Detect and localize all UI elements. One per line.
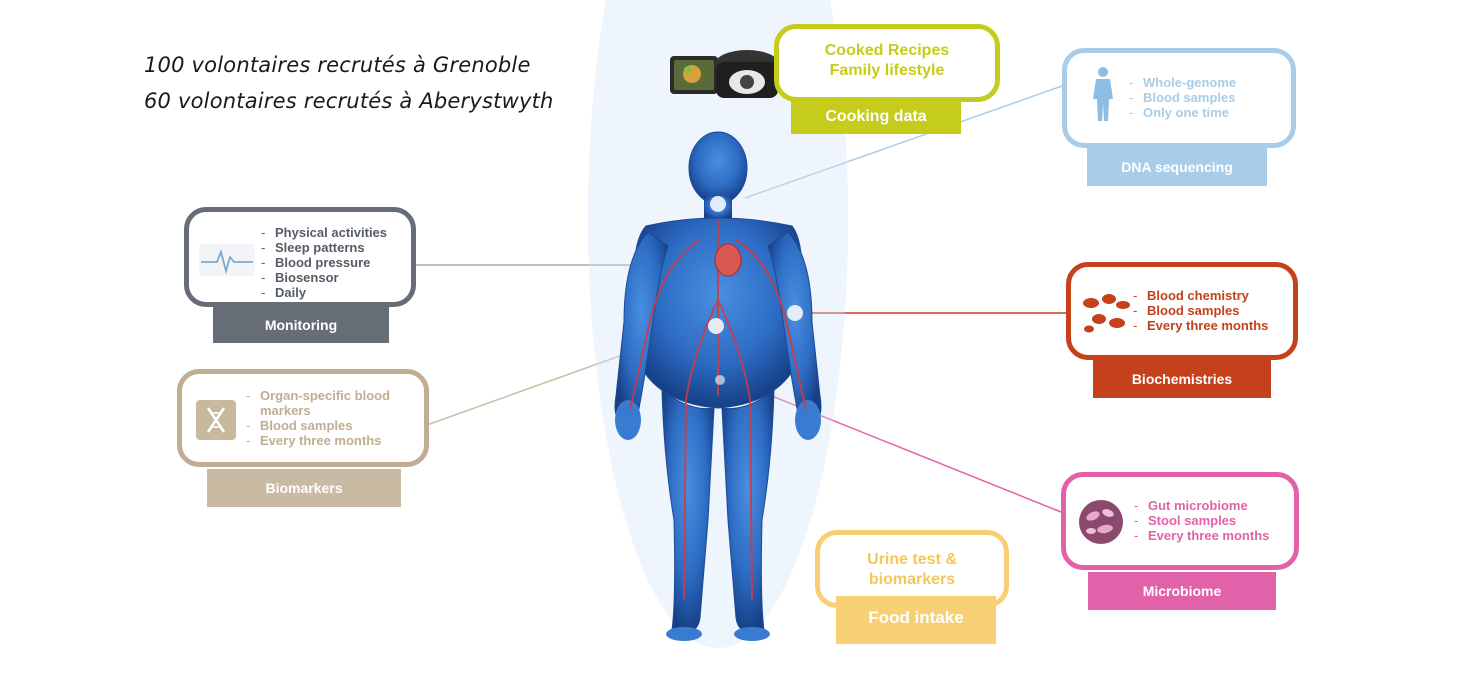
biochem-item-chemistry: Blood chemistry xyxy=(1133,288,1268,303)
monitoring-card: Physical activities Sleep patterns Blood… xyxy=(184,207,416,307)
microbiome-label: Microbiome xyxy=(1088,572,1276,610)
cooking-device-icon xyxy=(670,50,779,98)
dna-item-genome: Whole-genome xyxy=(1129,75,1236,90)
microbiome-card: Gut microbiome Stool samples Every three… xyxy=(1061,472,1299,570)
biochem-item-blood: Blood samples xyxy=(1133,303,1268,318)
biochemistries-label: Biochemistries xyxy=(1093,360,1271,398)
food-intake-label: Food intake xyxy=(836,596,996,644)
dna-item-blood: Blood samples xyxy=(1129,90,1236,105)
monitoring-item-biosensor: Biosensor xyxy=(261,270,387,285)
monitoring-item-pressure: Blood pressure xyxy=(261,255,387,270)
monitoring-item-activities: Physical activities xyxy=(261,225,387,240)
dna-card: Whole-genome Blood samples Only one time xyxy=(1062,48,1296,148)
cooking-line-recipes: Cooked Recipes xyxy=(824,42,950,59)
microbe-icon xyxy=(1079,500,1123,544)
intro-line-aberystwyth: 60 volontaires recrutés à Aberystwyth xyxy=(144,89,554,113)
connector-dna xyxy=(744,85,1063,199)
biomarkers-item-organ: Organ-specific blood markers xyxy=(246,388,422,418)
microbiome-item-gut: Gut microbiome xyxy=(1134,498,1269,513)
dna-sequencing-label: DNA sequencing xyxy=(1087,148,1267,186)
food-line-biomarkers: biomarkers xyxy=(868,571,956,588)
intro-line-grenoble: 100 volontaires recrutés à Grenoble xyxy=(144,53,531,77)
biochem-card: Blood chemistry Blood samples Every thre… xyxy=(1066,262,1298,360)
cooking-line-lifestyle: Family lifestyle xyxy=(829,62,945,79)
heartbeat-icon xyxy=(199,244,255,276)
cooking-data-label: Cooking data xyxy=(791,100,961,134)
human-anatomy-icon xyxy=(588,0,848,648)
cooking-card: Cooked Recipes Family lifestyle xyxy=(774,24,1000,102)
biomarkers-item-frequency: Every three months xyxy=(246,433,422,448)
biomarkers-label: Biomarkers xyxy=(207,469,401,507)
biomarkers-item-blood: Blood samples xyxy=(246,418,422,433)
biomarkers-card: Organ-specific blood markers Blood sampl… xyxy=(177,369,429,467)
dna-icon xyxy=(196,400,236,440)
microbiome-item-frequency: Every three months xyxy=(1134,528,1269,543)
microbiome-item-stool: Stool samples xyxy=(1134,513,1269,528)
monitoring-item-daily: Daily xyxy=(261,285,387,300)
monitoring-item-sleep: Sleep patterns xyxy=(261,240,387,255)
dna-item-once: Only one time xyxy=(1129,105,1236,120)
monitoring-label: Monitoring xyxy=(213,307,389,343)
biochem-item-frequency: Every three months xyxy=(1133,318,1268,333)
blood-cells-icon xyxy=(1083,294,1130,333)
food-line-urine: Urine test & xyxy=(867,551,957,568)
human-figure-icon xyxy=(1093,67,1113,121)
